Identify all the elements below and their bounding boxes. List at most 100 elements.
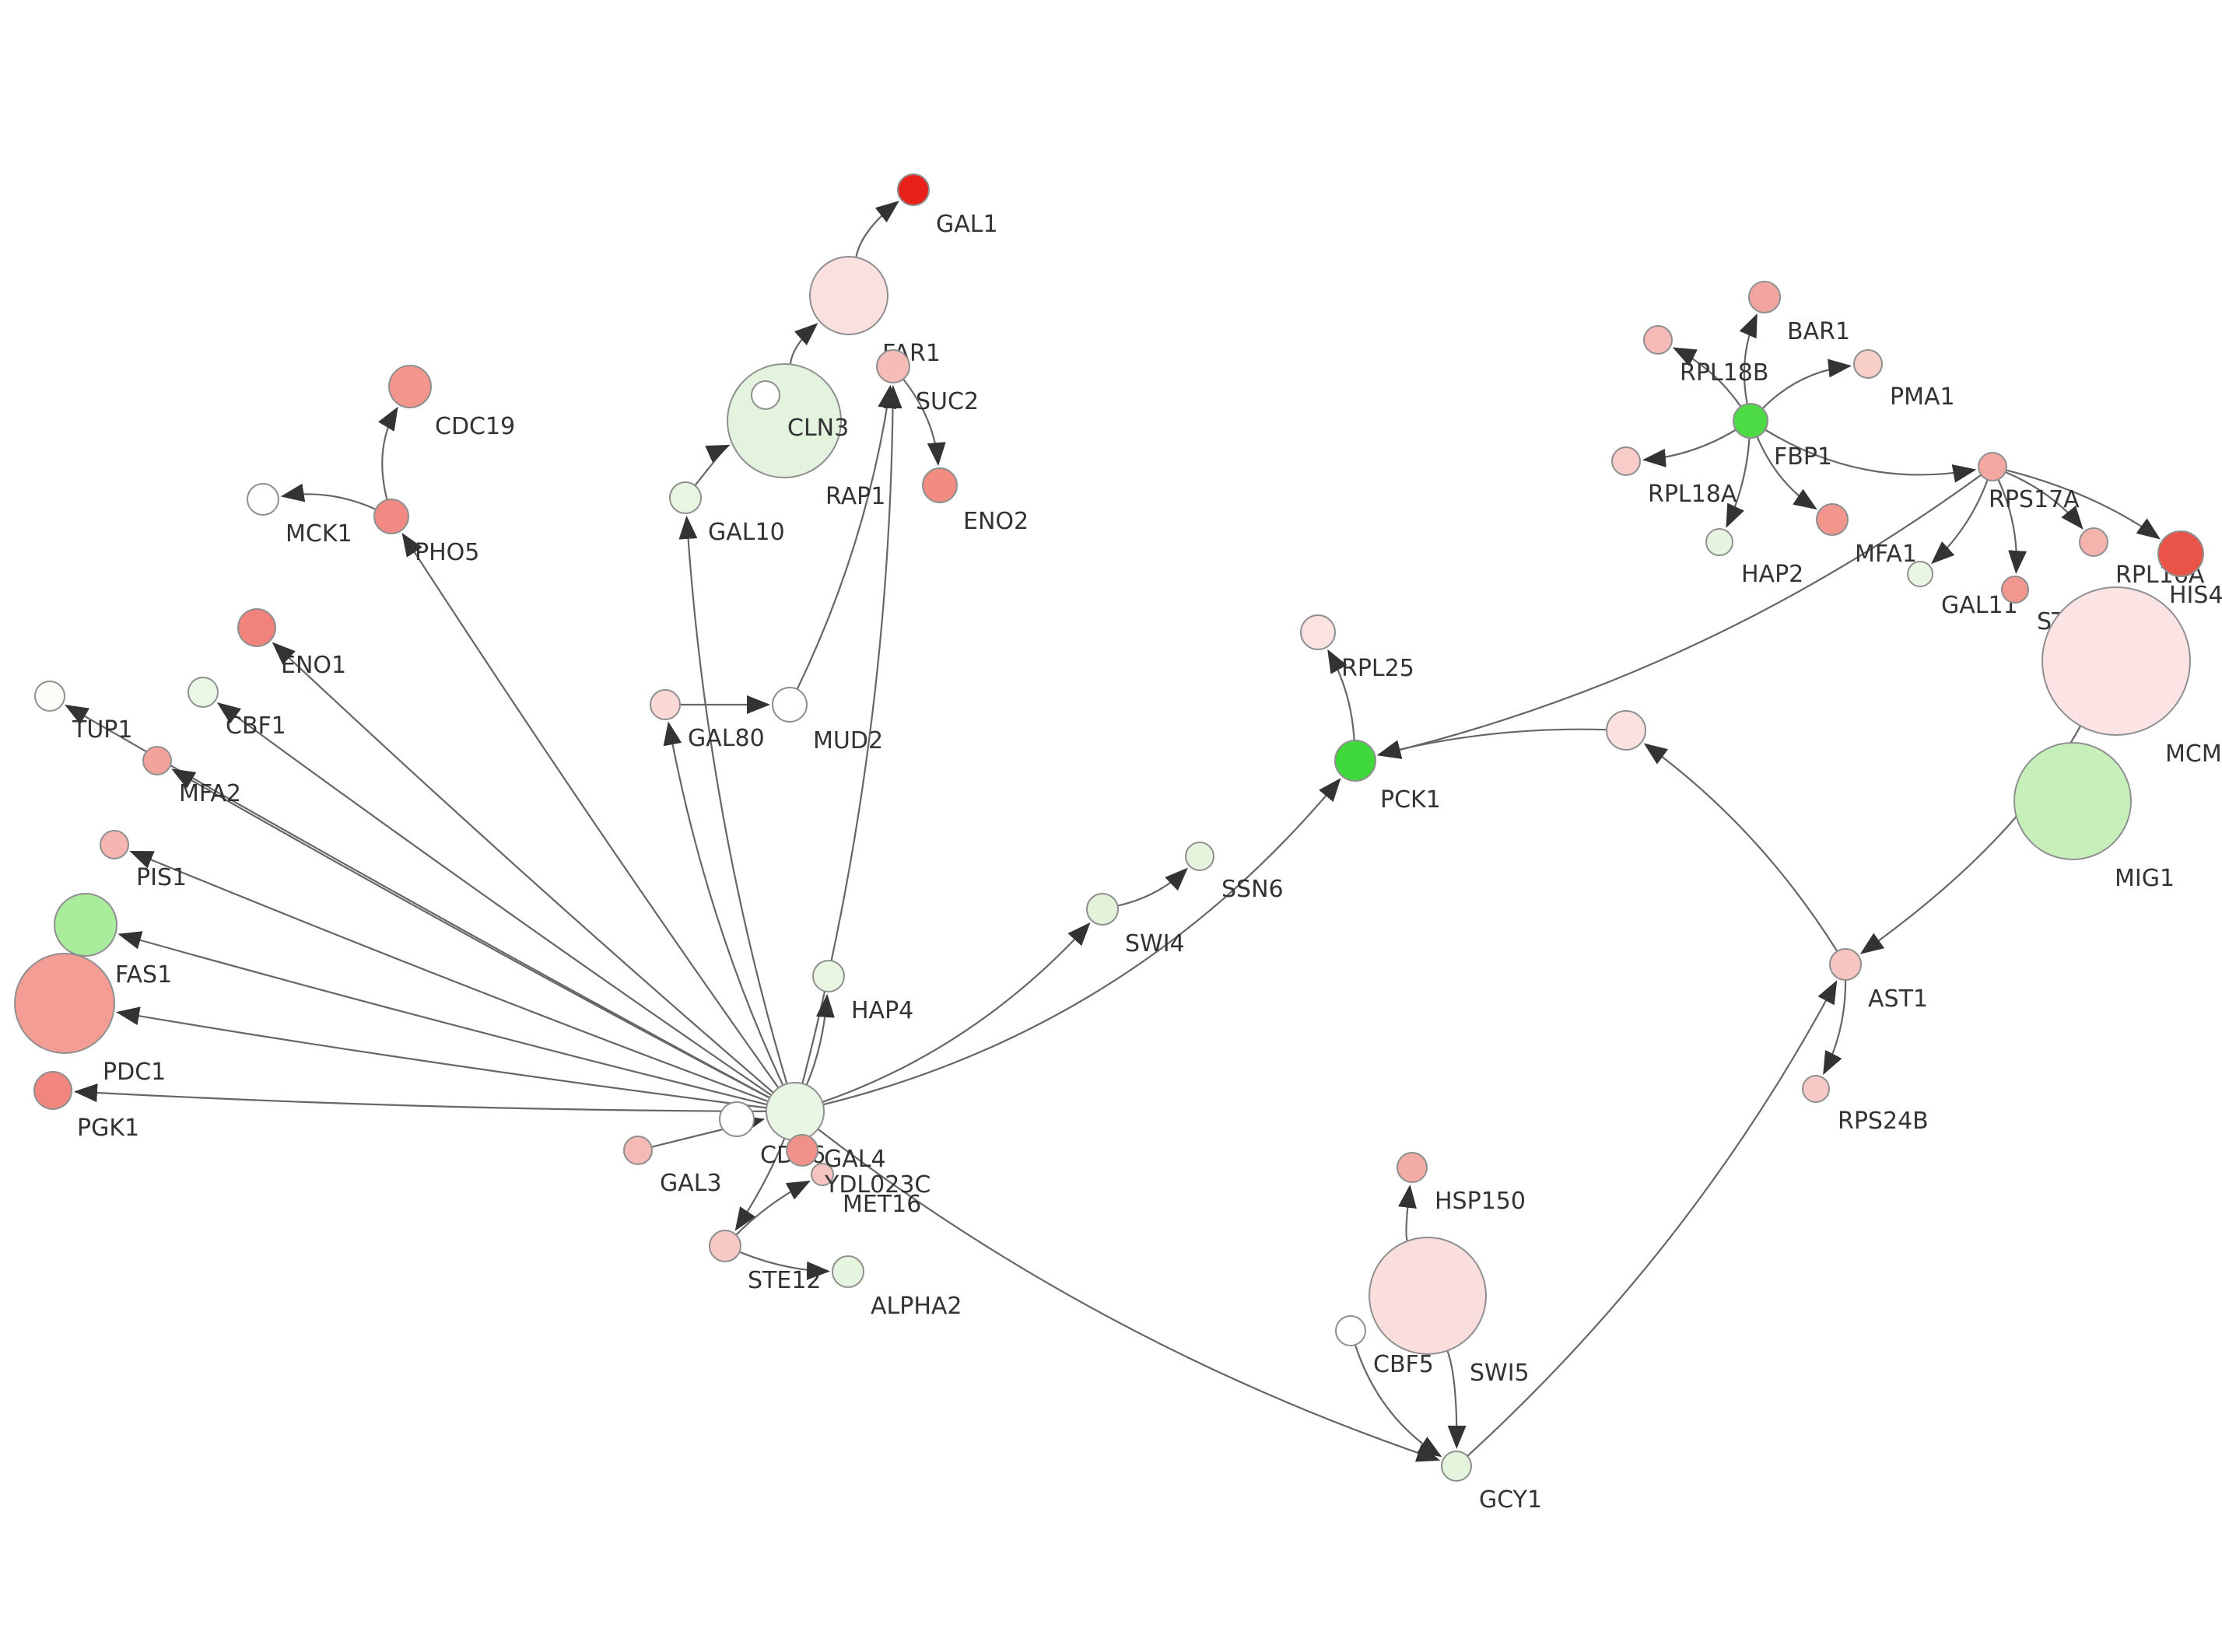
edge-STE12-MET16[interactable] bbox=[735, 1180, 811, 1236]
edge-GAL4-HAP4[interactable] bbox=[805, 993, 835, 1086]
node-MUD2[interactable] bbox=[772, 687, 808, 723]
node-RPL16A[interactable] bbox=[2079, 527, 2108, 557]
node-MCM1[interactable] bbox=[2042, 586, 2191, 736]
edge-STE12-ALPHA2[interactable] bbox=[739, 1251, 830, 1280]
edge-GAL4-ENO1[interactable] bbox=[272, 642, 774, 1094]
edge-SWI4-SSN6[interactable] bbox=[1117, 867, 1188, 907]
node-SWI4[interactable] bbox=[1086, 893, 1119, 926]
edge-GAL4-GCY1[interactable] bbox=[817, 1128, 1441, 1462]
node-node1[interactable] bbox=[1606, 710, 1646, 751]
node-PIS1[interactable] bbox=[100, 830, 129, 859]
edge-FBP1-PMA1[interactable] bbox=[1761, 359, 1852, 410]
node-PGK1[interactable] bbox=[33, 1071, 72, 1110]
edge-CBF5-GCY1[interactable] bbox=[1354, 1344, 1442, 1458]
node-SSN6[interactable] bbox=[1185, 842, 1214, 871]
edge-SWI5-GCY1[interactable] bbox=[1446, 1350, 1467, 1449]
edge-GAL4-PIS1[interactable] bbox=[129, 850, 769, 1103]
edge-RPS17A-GAL11[interactable] bbox=[1930, 479, 1989, 565]
node-GAL3[interactable] bbox=[623, 1136, 653, 1165]
node-CBF1[interactable] bbox=[188, 677, 219, 708]
node-MFA2[interactable] bbox=[142, 746, 172, 775]
node-MCK1[interactable] bbox=[247, 483, 279, 516]
node-HAP2[interactable] bbox=[1705, 528, 1733, 556]
node-RPL18A[interactable] bbox=[1611, 446, 1641, 476]
edge-GAL4-GAL10[interactable] bbox=[678, 515, 788, 1084]
node-YDL023C[interactable] bbox=[786, 1134, 818, 1167]
node-HIS4[interactable] bbox=[2157, 530, 2204, 577]
edge-PHO5-CDC19[interactable] bbox=[378, 406, 398, 500]
node-CLN3[interactable] bbox=[751, 380, 780, 410]
edge-FBP1-RPL18B[interactable] bbox=[1672, 347, 1742, 408]
edge-FBP1-RPL18A[interactable] bbox=[1642, 429, 1737, 467]
edge-PHO5-MCK1[interactable] bbox=[280, 483, 377, 510]
edge-GAL10-RAP1[interactable] bbox=[694, 444, 731, 486]
node-HSP150[interactable] bbox=[1397, 1152, 1428, 1183]
node-CBF5[interactable] bbox=[1335, 1315, 1366, 1346]
edge-FAR1-GAL1[interactable] bbox=[855, 201, 899, 258]
edge-FBP1-HAP2[interactable] bbox=[1726, 437, 1751, 528]
node-SWI5[interactable] bbox=[1369, 1237, 1487, 1355]
edge-GAL4-SWI4[interactable] bbox=[822, 922, 1091, 1103]
edge-GAL4-FAS1[interactable] bbox=[117, 931, 768, 1106]
node-GAL1[interactable] bbox=[897, 173, 930, 206]
edge-GAL4-PCK1[interactable] bbox=[822, 778, 1341, 1106]
edge-GAL4-PHO5[interactable] bbox=[401, 532, 780, 1089]
node-PMA1[interactable] bbox=[1853, 349, 1883, 379]
node-STE12[interactable] bbox=[709, 1230, 741, 1262]
node-MIG1[interactable] bbox=[2013, 742, 2132, 860]
node-GAL80[interactable] bbox=[650, 689, 681, 720]
edge-AST1-node1[interactable] bbox=[1643, 743, 1838, 952]
edge-RPS17A-RPL16A[interactable] bbox=[2005, 471, 2084, 530]
node-GAL10[interactable] bbox=[669, 481, 702, 514]
node-RPL25[interactable] bbox=[1300, 614, 1336, 650]
node-GAL11[interactable] bbox=[1907, 561, 1933, 587]
edge-GCY1-AST1[interactable] bbox=[1467, 980, 1838, 1458]
edge-PCK1-RPL25[interactable] bbox=[1327, 649, 1355, 741]
node-ALPHA2[interactable] bbox=[832, 1255, 864, 1288]
node-RPS24B[interactable] bbox=[1802, 1075, 1830, 1103]
edge-GAL4-PDC1[interactable] bbox=[116, 1006, 767, 1109]
edge-GAL4-PGK1[interactable] bbox=[74, 1083, 767, 1112]
edge-FBP1-BAR1[interactable] bbox=[1739, 313, 1758, 404]
node-AST1[interactable] bbox=[1829, 948, 1862, 981]
node-PHO5[interactable] bbox=[373, 499, 409, 534]
node-MET16[interactable] bbox=[811, 1163, 834, 1186]
node-ENO1[interactable] bbox=[237, 608, 276, 647]
node-CDC6[interactable] bbox=[719, 1101, 755, 1137]
node-BAR1[interactable] bbox=[1748, 281, 1781, 313]
node-TUP1[interactable] bbox=[34, 681, 65, 712]
node-FBP1[interactable] bbox=[1733, 403, 1768, 439]
node-RPS17A[interactable] bbox=[1978, 452, 2007, 481]
node-FAR1[interactable] bbox=[809, 256, 888, 335]
node-STE2[interactable] bbox=[2001, 576, 2029, 604]
edge-RPS17A-STE2[interactable] bbox=[1997, 478, 2027, 574]
edge-GAL4-CBF1[interactable] bbox=[216, 702, 773, 1097]
edge-SWI5-HSP150[interactable] bbox=[1398, 1184, 1417, 1242]
edge-GAL4-STE12[interactable] bbox=[734, 1137, 786, 1231]
edge-RAP1-FAR1[interactable] bbox=[789, 323, 818, 365]
node-MFA1[interactable] bbox=[1816, 503, 1849, 536]
node-ENO2[interactable] bbox=[922, 467, 958, 503]
edge-FBP1-RPS17A[interactable] bbox=[1765, 429, 1977, 483]
edge-FBP1-MFA1[interactable] bbox=[1756, 436, 1817, 510]
edge-SUC2-ENO2[interactable] bbox=[902, 378, 946, 467]
edge-node1-PCK1[interactable] bbox=[1377, 728, 1607, 758]
node-SUC2[interactable] bbox=[876, 349, 910, 383]
edge-MUD2-SUC2[interactable] bbox=[796, 384, 897, 690]
node-GAL4[interactable] bbox=[766, 1082, 825, 1141]
node-HAP4[interactable] bbox=[812, 960, 845, 992]
node-GCY1[interactable] bbox=[1441, 1451, 1472, 1482]
node-CDC19[interactable] bbox=[388, 365, 432, 408]
edge-GAL4-MFA2[interactable] bbox=[171, 768, 770, 1099]
edge-RPS17A-HIS4[interactable] bbox=[2006, 469, 2161, 540]
edge-GAL4-GAL80[interactable] bbox=[663, 721, 784, 1086]
node-PCK1[interactable] bbox=[1334, 740, 1376, 782]
node-PDC1[interactable] bbox=[14, 953, 115, 1054]
node-FAS1[interactable] bbox=[54, 893, 117, 957]
node-RPL18B[interactable] bbox=[1643, 325, 1673, 355]
edge-AST1-RPS24B[interactable] bbox=[1823, 979, 1847, 1076]
edge-GAL4-TUP1[interactable] bbox=[65, 705, 770, 1099]
edge-RPS17A-PCK1[interactable] bbox=[1377, 474, 1982, 759]
